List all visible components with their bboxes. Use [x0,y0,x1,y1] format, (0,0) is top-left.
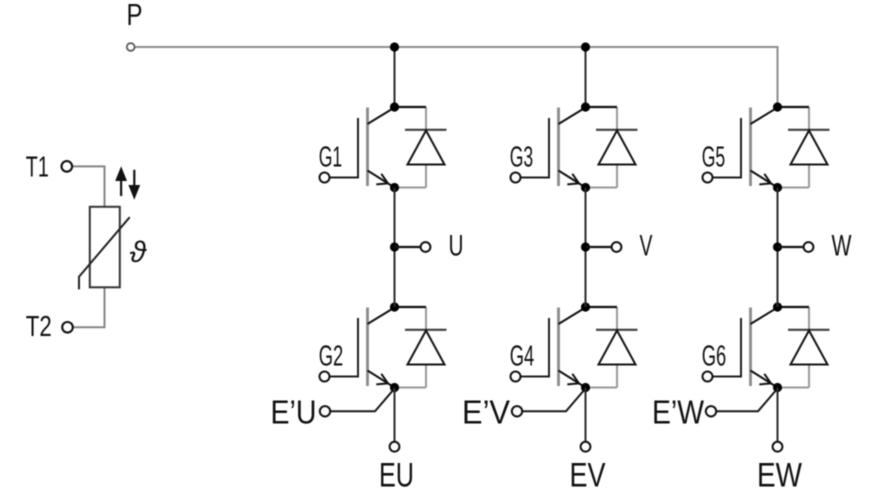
svg-text:G3: G3 [510,142,534,174]
svg-text:G5: G5 [702,142,726,174]
svg-text:E’U: E’U [271,394,317,431]
svg-text:EU: EU [379,457,414,495]
svg-text:V: V [640,230,653,263]
svg-text:U: U [449,230,464,263]
svg-text:T1: T1 [26,152,49,184]
svg-text:ϑ: ϑ [130,236,148,269]
svg-text:T2: T2 [26,311,52,343]
svg-text:G1: G1 [319,142,343,174]
svg-text:EV: EV [570,457,606,495]
svg-text:G4: G4 [510,341,535,373]
svg-text:P: P [127,0,143,32]
svg-text:W: W [832,230,852,263]
svg-text:E’V: E’V [462,394,510,431]
svg-text:E’W: E’W [652,394,705,431]
svg-text:G2: G2 [319,341,344,373]
svg-text:G6: G6 [702,341,727,373]
svg-text:EW: EW [757,457,802,495]
